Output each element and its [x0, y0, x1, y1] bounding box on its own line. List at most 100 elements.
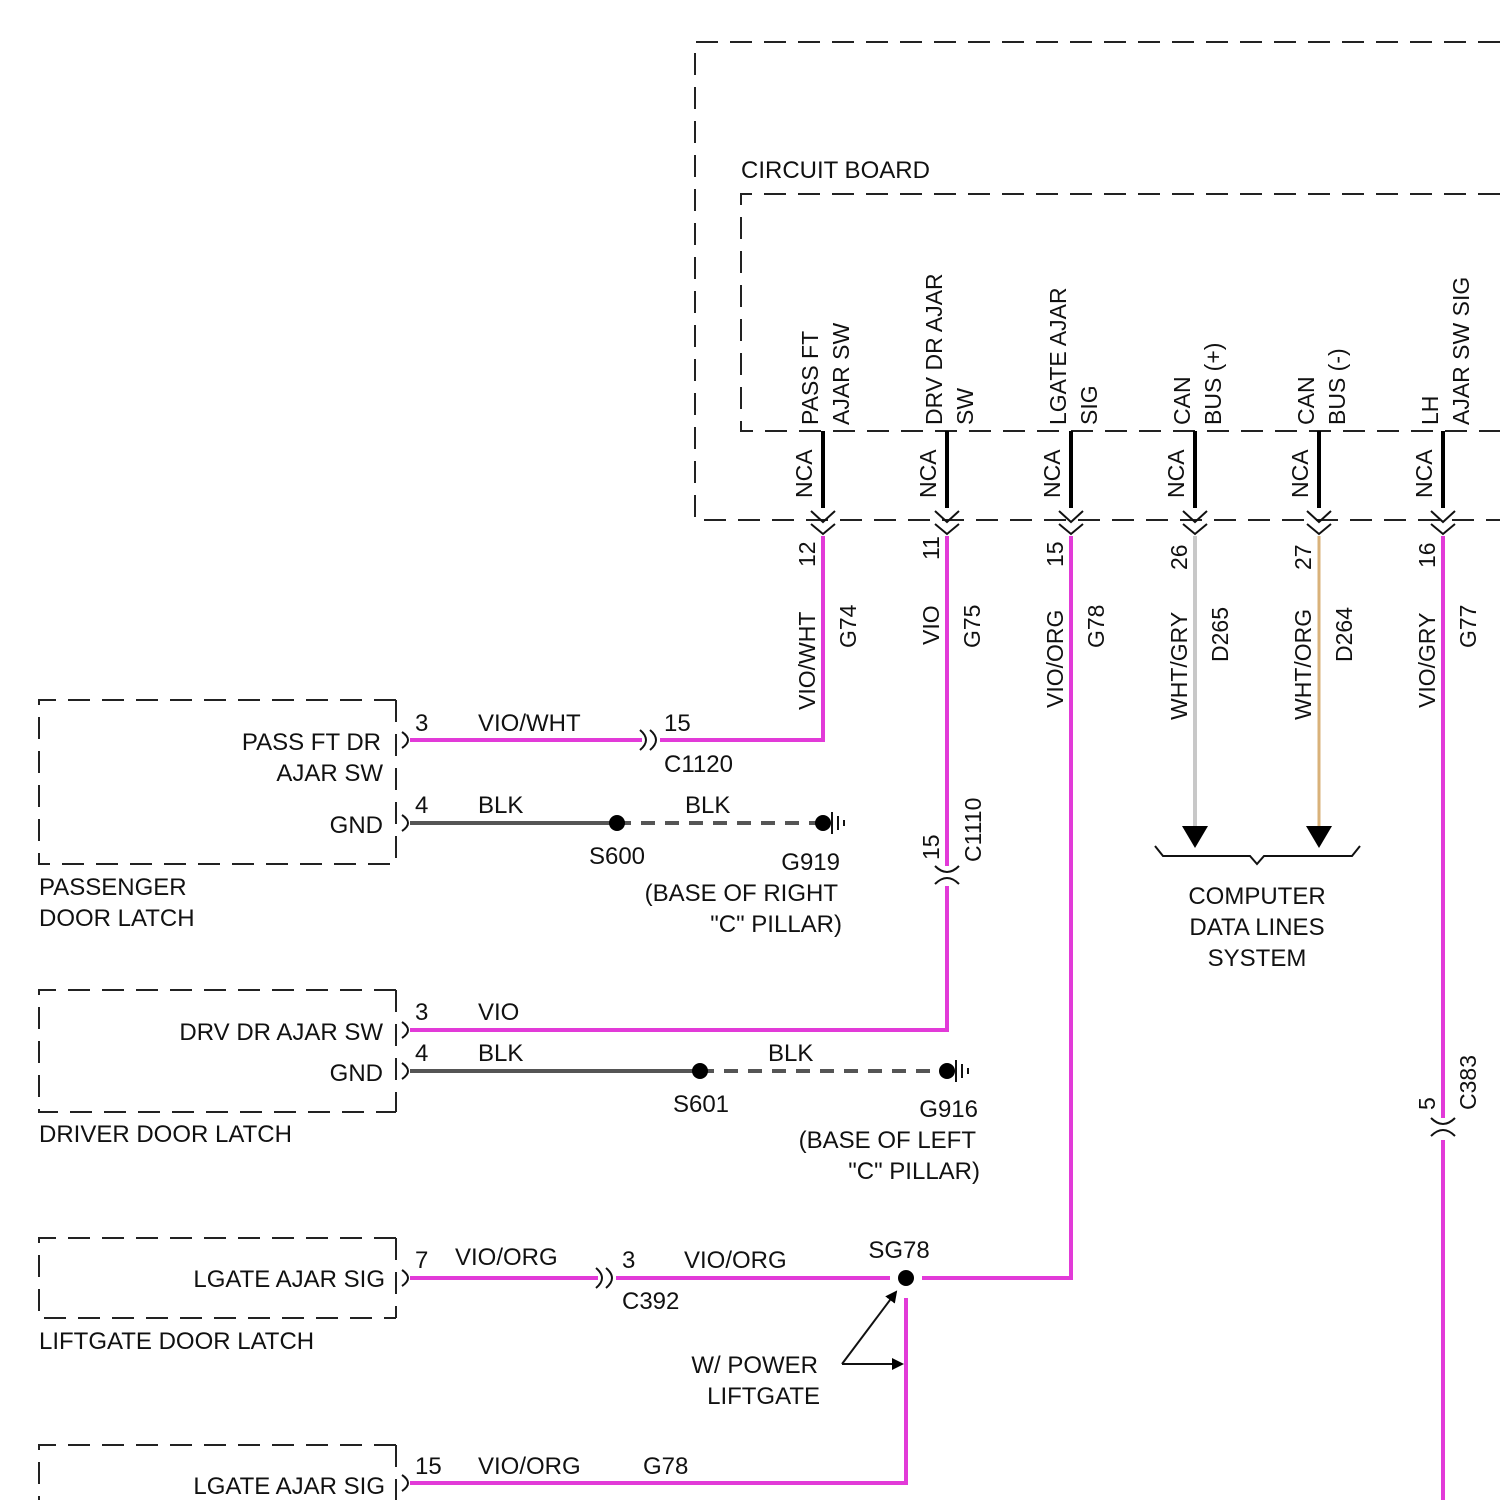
- bottom-wire-label: VIO/ORG: [478, 1453, 581, 1480]
- pin-function-line2: AJAR SW SIG: [1448, 277, 1474, 425]
- computer-data-line2: DATA LINES: [1189, 914, 1324, 941]
- pin-function-line1: DRV DR AJAR: [921, 273, 947, 425]
- bottom-circuit-label: G78: [643, 1453, 688, 1480]
- circuit-number: D265: [1207, 607, 1233, 662]
- arrow-down-icon: [1182, 826, 1208, 848]
- computer-data-line1: COMPUTER: [1188, 883, 1325, 910]
- connector-c1110: 15 C1110: [918, 798, 986, 884]
- pin-cavity-symbol: [402, 1063, 408, 1079]
- pin-function-line2: SIG: [1076, 385, 1102, 425]
- module-outline: [695, 42, 1500, 520]
- module-pin-can-bus-minus: CAN BUS (-) NCA 27 WHT/ORG D264: [1287, 348, 1357, 720]
- circuit-number: G77: [1455, 605, 1481, 648]
- pass-switch-label-line2: AJAR SW: [276, 760, 383, 787]
- wire-color-label: VIO/WHT: [794, 612, 820, 710]
- ground-g919: G919: [781, 849, 840, 876]
- driver-door-latch: DRV DR AJAR SW GND DRIVER DOOR LATCH 3 V…: [39, 990, 980, 1185]
- cavity-number: 27: [1290, 544, 1316, 570]
- passenger-door-latch: PASS FT DR AJAR SW GND PASSENGER DOOR LA…: [39, 700, 844, 938]
- nca-label: NCA: [915, 449, 941, 498]
- c1120-cavity: 15: [664, 710, 691, 737]
- circuit-number: D264: [1331, 607, 1357, 662]
- pin-function-line2: SW: [952, 388, 978, 425]
- pin-function-line1: LH: [1417, 396, 1443, 425]
- module-pin-lgate-ajar: LGATE AJAR SIG NCA 15 VIO/ORG G78: [1039, 287, 1109, 708]
- drv-gnd-label: GND: [330, 1060, 383, 1087]
- pin-function-line2: AJAR SW: [828, 322, 854, 425]
- brace-icon: [1155, 846, 1360, 864]
- ground-g916: G916: [919, 1096, 978, 1123]
- pass-latch-name-line1: PASSENGER: [39, 874, 187, 901]
- pin-cavity-symbol: [402, 732, 408, 748]
- ground-point: [815, 815, 831, 831]
- ground-g919-location-line1: (BASE OF RIGHT: [645, 880, 839, 907]
- cavity-number: 12: [794, 541, 820, 567]
- cavity-number: 11: [918, 536, 944, 560]
- circuit-board-outline: CIRCUIT BOARD: [741, 157, 1500, 431]
- bottom-pin: 15: [415, 1453, 442, 1480]
- pin-function-line1: CAN: [1169, 376, 1195, 425]
- pin-cavity-symbol: [402, 815, 408, 831]
- bottom-sig-label: LGATE AJAR SIG: [193, 1473, 385, 1500]
- connector-c1120-symbol: [640, 730, 656, 750]
- splice-dot: [609, 815, 625, 831]
- splice-sg78: SG78: [868, 1237, 929, 1264]
- connector-cavity-symbol: [811, 511, 835, 534]
- circuit-number: G74: [835, 604, 861, 648]
- lgate-sig-label: LGATE AJAR SIG: [193, 1266, 385, 1293]
- wire-color-label: WHT/ORG: [1290, 609, 1316, 720]
- pass-pin-gnd: 4: [415, 792, 428, 819]
- module-pin-can-bus-plus: CAN BUS (+) NCA 26 WHT/GRY D265: [1163, 343, 1233, 720]
- pass-wire-gnd-label: BLK: [478, 792, 523, 819]
- connector-c392-symbol: [596, 1268, 612, 1288]
- cavity-number: 16: [1414, 542, 1440, 568]
- liftgate-door-latch: LGATE AJAR SIG LIFTGATE DOOR LATCH 7 VIO…: [39, 1237, 930, 1483]
- c383-cavity: 5: [1414, 1097, 1440, 1110]
- ground-icon: [832, 812, 844, 834]
- ground-icon: [956, 1060, 968, 1082]
- cavity-number: 26: [1166, 544, 1192, 570]
- lgate-wire2-label: VIO/ORG: [684, 1247, 787, 1274]
- drv-wire-gnd-label: BLK: [478, 1040, 523, 1067]
- lgate-wire1-label: VIO/ORG: [455, 1244, 558, 1271]
- pass-pin-sig: 3: [415, 710, 428, 737]
- connector-cavity-symbol: [935, 511, 959, 534]
- pin-cavity-symbol: [402, 1270, 408, 1286]
- c392-cavity: 3: [622, 1247, 635, 1274]
- module-pin-pass-ft-ajar: PASS FT AJAR SW NCA 12 VIO/WHT G74: [791, 322, 861, 710]
- computer-data-line3: SYSTEM: [1208, 945, 1307, 972]
- ground-g916-location-line1: (BASE OF LEFT: [799, 1127, 977, 1154]
- pin-function-line1: CAN: [1293, 376, 1319, 425]
- pin-cavity-symbol: [402, 1022, 408, 1038]
- pass-switch-label-line1: PASS FT DR: [242, 729, 381, 756]
- drv-switch-label: DRV DR AJAR SW: [179, 1019, 383, 1046]
- connector-c383: 5 C383: [1414, 1055, 1481, 1136]
- lgate-latch-name: LIFTGATE DOOR LATCH: [39, 1328, 314, 1355]
- drv-wire-gnd2-label: BLK: [768, 1040, 813, 1067]
- nca-label: NCA: [1411, 449, 1437, 498]
- ground-g919-location-line2: "C" PILLAR): [710, 911, 842, 938]
- arrow-icon: [842, 1292, 896, 1364]
- nca-label: NCA: [1287, 449, 1313, 498]
- splice-s600: S600: [589, 843, 645, 870]
- cavity-number: 15: [1042, 541, 1068, 567]
- wire-color-label: VIO: [918, 605, 944, 645]
- c1110-name: C1110: [960, 798, 986, 862]
- nca-label: NCA: [1163, 449, 1189, 498]
- c383-name: C383: [1455, 1055, 1481, 1110]
- power-liftgate-note-line1: W/ POWER: [691, 1352, 818, 1379]
- pin-function-line1: PASS FT: [797, 331, 823, 425]
- connector-cavity-symbol: [1431, 511, 1455, 534]
- ground-g916-location-line2: "C" PILLAR): [848, 1158, 980, 1185]
- drv-latch-name: DRIVER DOOR LATCH: [39, 1121, 292, 1148]
- circuit-number: G75: [959, 605, 985, 648]
- module-pin-lh-ajar-sw-sig: LH AJAR SW SIG NCA 16 VIO/GRY G77: [1411, 277, 1481, 708]
- c392-name: C392: [622, 1288, 679, 1315]
- wire-color-label: VIO/GRY: [1414, 613, 1440, 708]
- pass-gnd-label: GND: [330, 812, 383, 839]
- nca-label: NCA: [1039, 449, 1065, 498]
- pass-wire-gnd2-label: BLK: [685, 792, 730, 819]
- drv-wire-sig-label: VIO: [478, 999, 519, 1026]
- wire-color-label: WHT/GRY: [1166, 612, 1192, 720]
